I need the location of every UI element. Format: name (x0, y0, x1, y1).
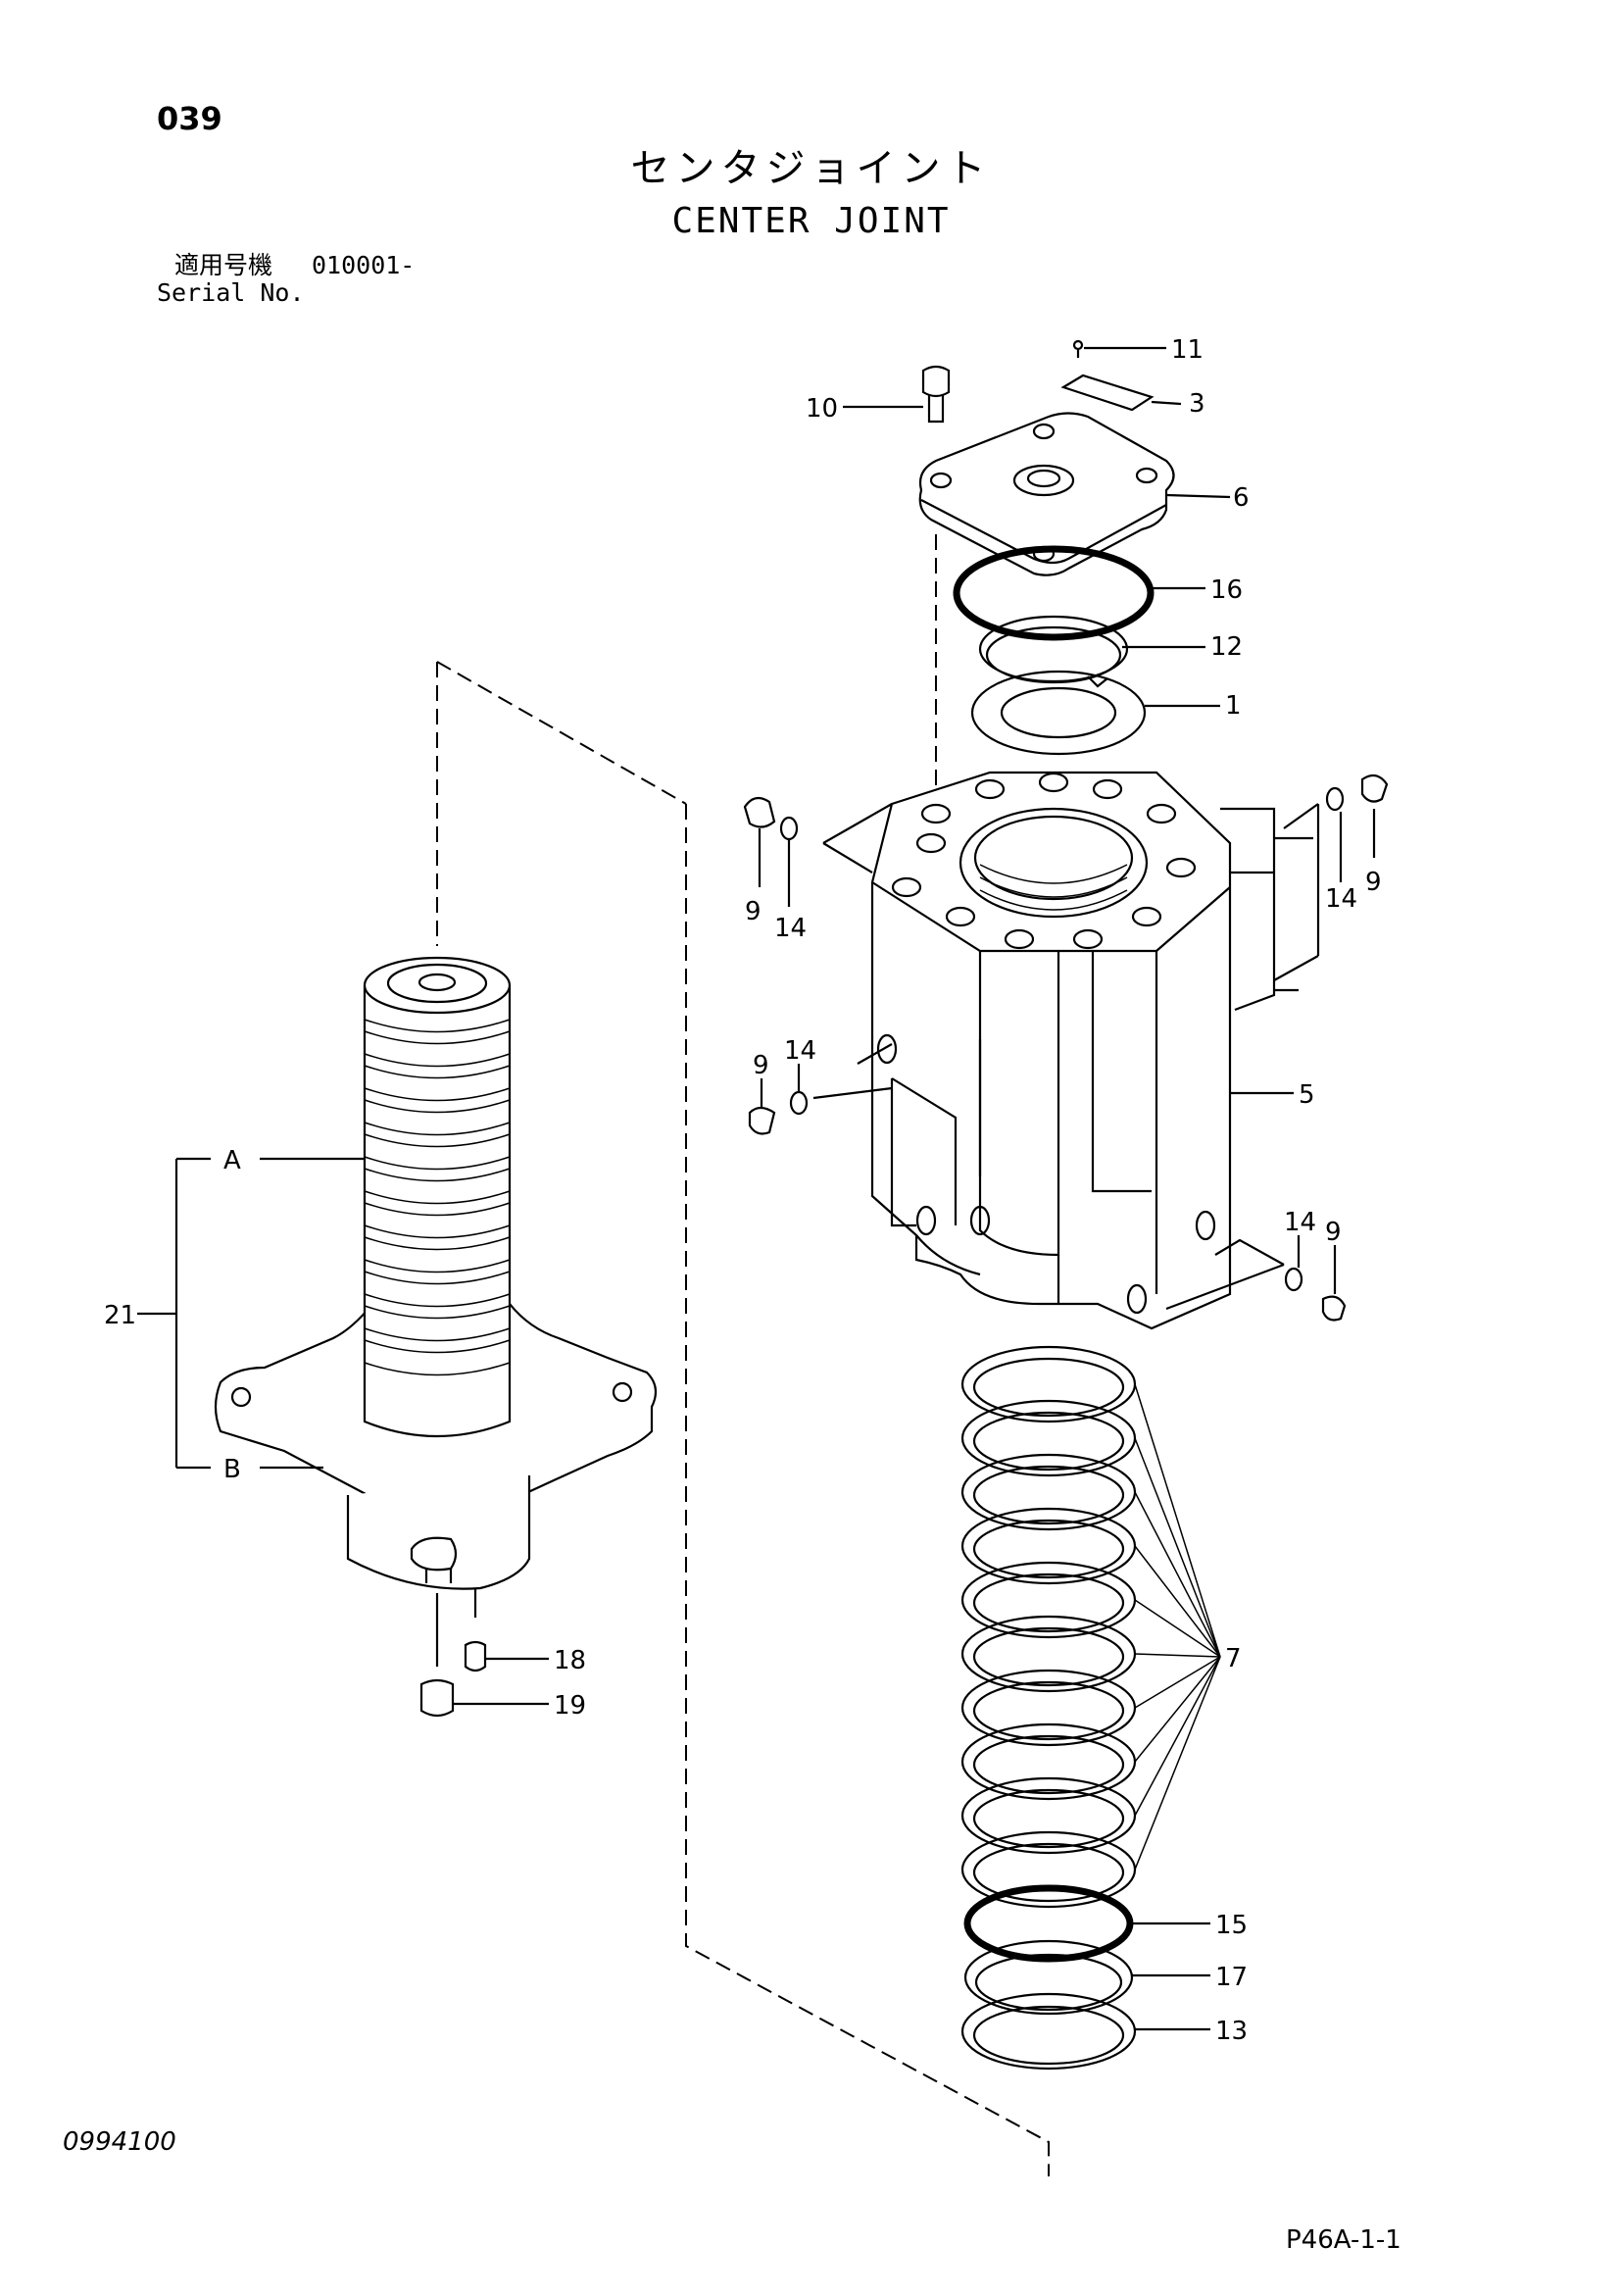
title-japanese: センタジョイント (630, 146, 992, 191)
seal-ring-stack (960, 1345, 1221, 1909)
callout-14-right-top: 14 (1325, 884, 1357, 914)
body-assembly (743, 339, 1389, 2071)
callout-7: 7 (1225, 1644, 1242, 1673)
callout-9-left-top: 9 (745, 897, 762, 926)
serial-value: 010001- (312, 251, 416, 279)
callout-11: 11 (1171, 335, 1204, 365)
spindle-assembly (137, 661, 1050, 2176)
title-english: CENTER JOINT (671, 201, 951, 241)
callout-18: 18 (554, 1646, 586, 1675)
callout-14-left-middle: 14 (784, 1036, 816, 1066)
callout-16: 16 (1210, 575, 1243, 605)
serial-label-english: Serial No. (157, 278, 305, 307)
serial-label-japanese: 適用号機 (174, 251, 273, 279)
page-number: 039 (157, 100, 222, 137)
figure-reference: P46A-1-1 (1286, 2225, 1401, 2255)
callout-10: 10 (806, 394, 838, 424)
callout-1: 1 (1225, 691, 1242, 721)
callout-12: 12 (1210, 632, 1243, 662)
callout-B: B (223, 1455, 241, 1484)
callout-15: 15 (1215, 1911, 1248, 1940)
document-number: 0994100 (63, 2127, 176, 2157)
callout-5: 5 (1299, 1080, 1315, 1110)
callout-3: 3 (1189, 389, 1205, 419)
callout-A: A (223, 1146, 241, 1175)
callout-21: 21 (104, 1301, 136, 1330)
callout-13: 13 (1215, 2017, 1248, 2046)
callout-14-right-lower: 14 (1284, 1208, 1316, 1237)
callout-19: 19 (554, 1691, 586, 1721)
callout-6: 6 (1233, 483, 1250, 513)
callout-17: 17 (1215, 1963, 1248, 1992)
callout-14-left-top: 14 (774, 914, 807, 943)
callout-9-right-lower: 9 (1325, 1218, 1342, 1247)
callout-9-right-top: 9 (1365, 868, 1382, 897)
callout-9-left-middle: 9 (753, 1051, 769, 1080)
